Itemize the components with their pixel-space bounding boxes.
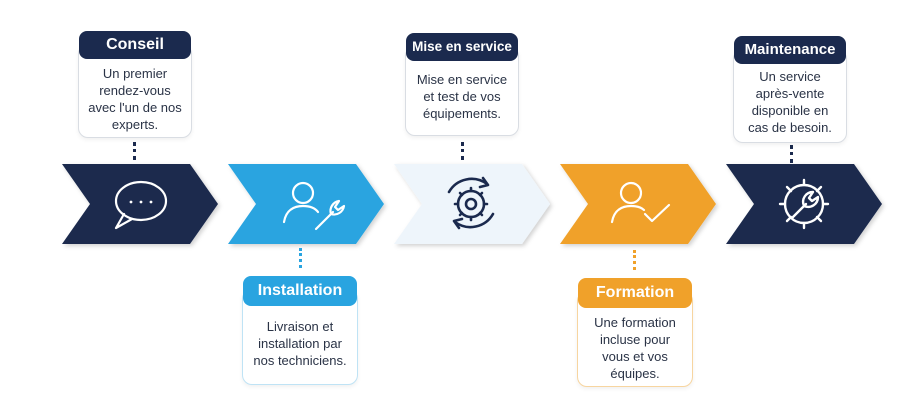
- step-card-formation: Formation Une formation incluse pour vou…: [577, 278, 693, 387]
- connector-installation: [299, 248, 302, 268]
- gear-wrench-icon: [778, 178, 830, 230]
- step-description-formation: Une formation incluse pour vous et vos é…: [594, 315, 676, 381]
- chevron-installation: [228, 164, 384, 244]
- step-description-maintenance: Un service après-vente disponible en cas…: [748, 69, 832, 135]
- step-description-conseil: Un premier rendez-vous avec l'un de nos …: [88, 66, 182, 132]
- step-title-formation: Formation: [578, 278, 692, 308]
- connector-maintenance: [790, 145, 793, 163]
- step-title-conseil: Conseil: [79, 31, 191, 59]
- chevron-formation: [560, 164, 716, 244]
- user-check-icon: [610, 181, 671, 224]
- chevron-mise-en-service: [394, 164, 550, 244]
- step-card-conseil: Conseil Un premier rendez-vous avec l'un…: [78, 31, 192, 138]
- step-title-installation: Installation: [243, 276, 357, 306]
- gear-cycle-icon: [447, 176, 495, 230]
- step-title-mise-en-service: Mise en service: [406, 33, 518, 61]
- chat-bubble-icon: [114, 180, 168, 230]
- connector-mise-en-service: [461, 142, 464, 160]
- step-card-mise-en-service: Mise en service Mise en service et test …: [405, 33, 519, 136]
- step-description-mise-en-service: Mise en service et test de vos équipemen…: [416, 72, 508, 121]
- technician-wrench-icon: [282, 181, 346, 231]
- connector-formation: [633, 250, 636, 270]
- step-title-maintenance: Maintenance: [734, 36, 846, 64]
- step-description-installation: Livraison et installation par nos techni…: [253, 319, 347, 368]
- connector-conseil: [133, 142, 136, 160]
- step-card-maintenance: Maintenance Un service après-vente dispo…: [733, 36, 847, 143]
- step-card-installation: Installation Livraison et installation p…: [242, 276, 358, 385]
- chevron-conseil: [62, 164, 218, 244]
